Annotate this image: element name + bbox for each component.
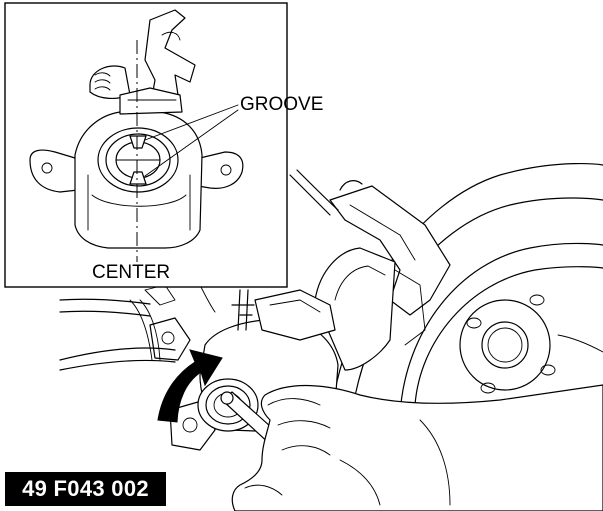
tool-number-label: 49 F043 002 [5, 472, 166, 506]
rotation-arrow-icon [157, 349, 223, 423]
center-label: CENTER [92, 262, 170, 283]
inset-panel [4, 2, 288, 288]
groove-label: GROOVE [240, 94, 323, 115]
hand [231, 384, 603, 511]
suspension-arm [59, 169, 339, 317]
brake-hose [59, 284, 176, 371]
brake-pad-bracket [314, 180, 451, 371]
